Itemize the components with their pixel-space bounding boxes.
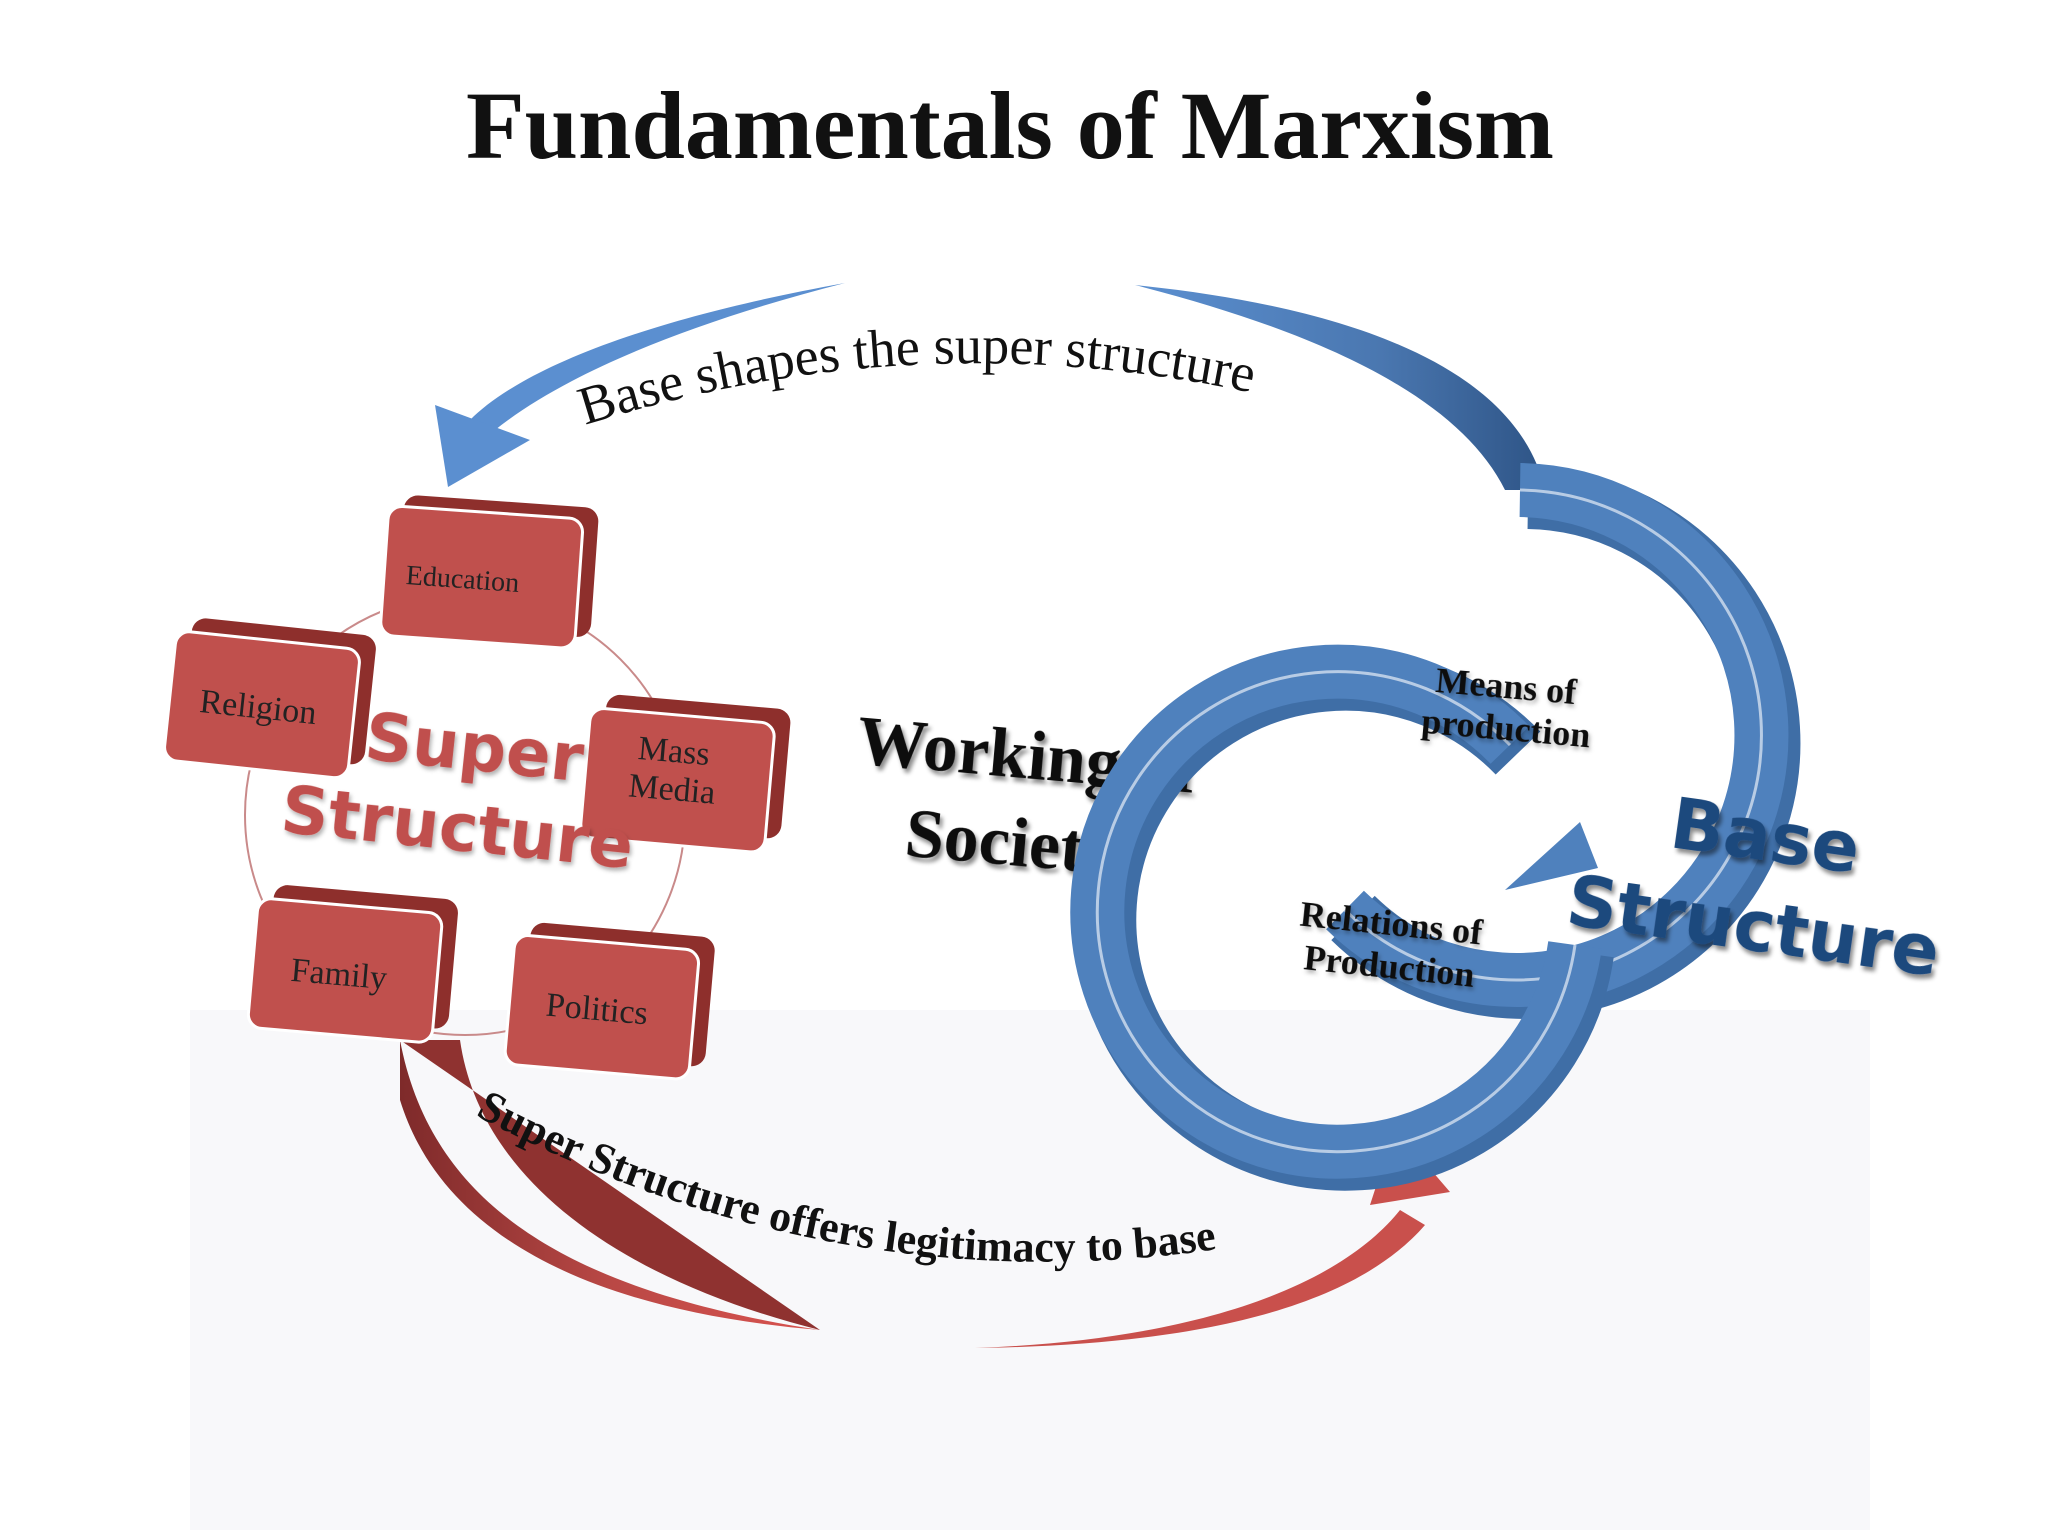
box-religion [163, 618, 376, 780]
box-politics [503, 922, 715, 1081]
box-politics-label: Politics [544, 987, 649, 1033]
top-arrow [435, 283, 1545, 490]
ring-means-of-production [1326, 463, 1801, 1019]
page-title: Fundamentals of Marxism [466, 72, 1554, 179]
box-mass-media-label-2: Media [627, 767, 717, 811]
box-family-label: Family [289, 952, 388, 997]
ring-relations-of-production [1070, 644, 1614, 1191]
box-family [246, 885, 458, 1044]
box-mass-media [579, 694, 791, 854]
box-mass-media-label-1: Mass [637, 730, 712, 773]
box-education [379, 495, 599, 650]
background-panel [190, 1010, 1870, 1530]
